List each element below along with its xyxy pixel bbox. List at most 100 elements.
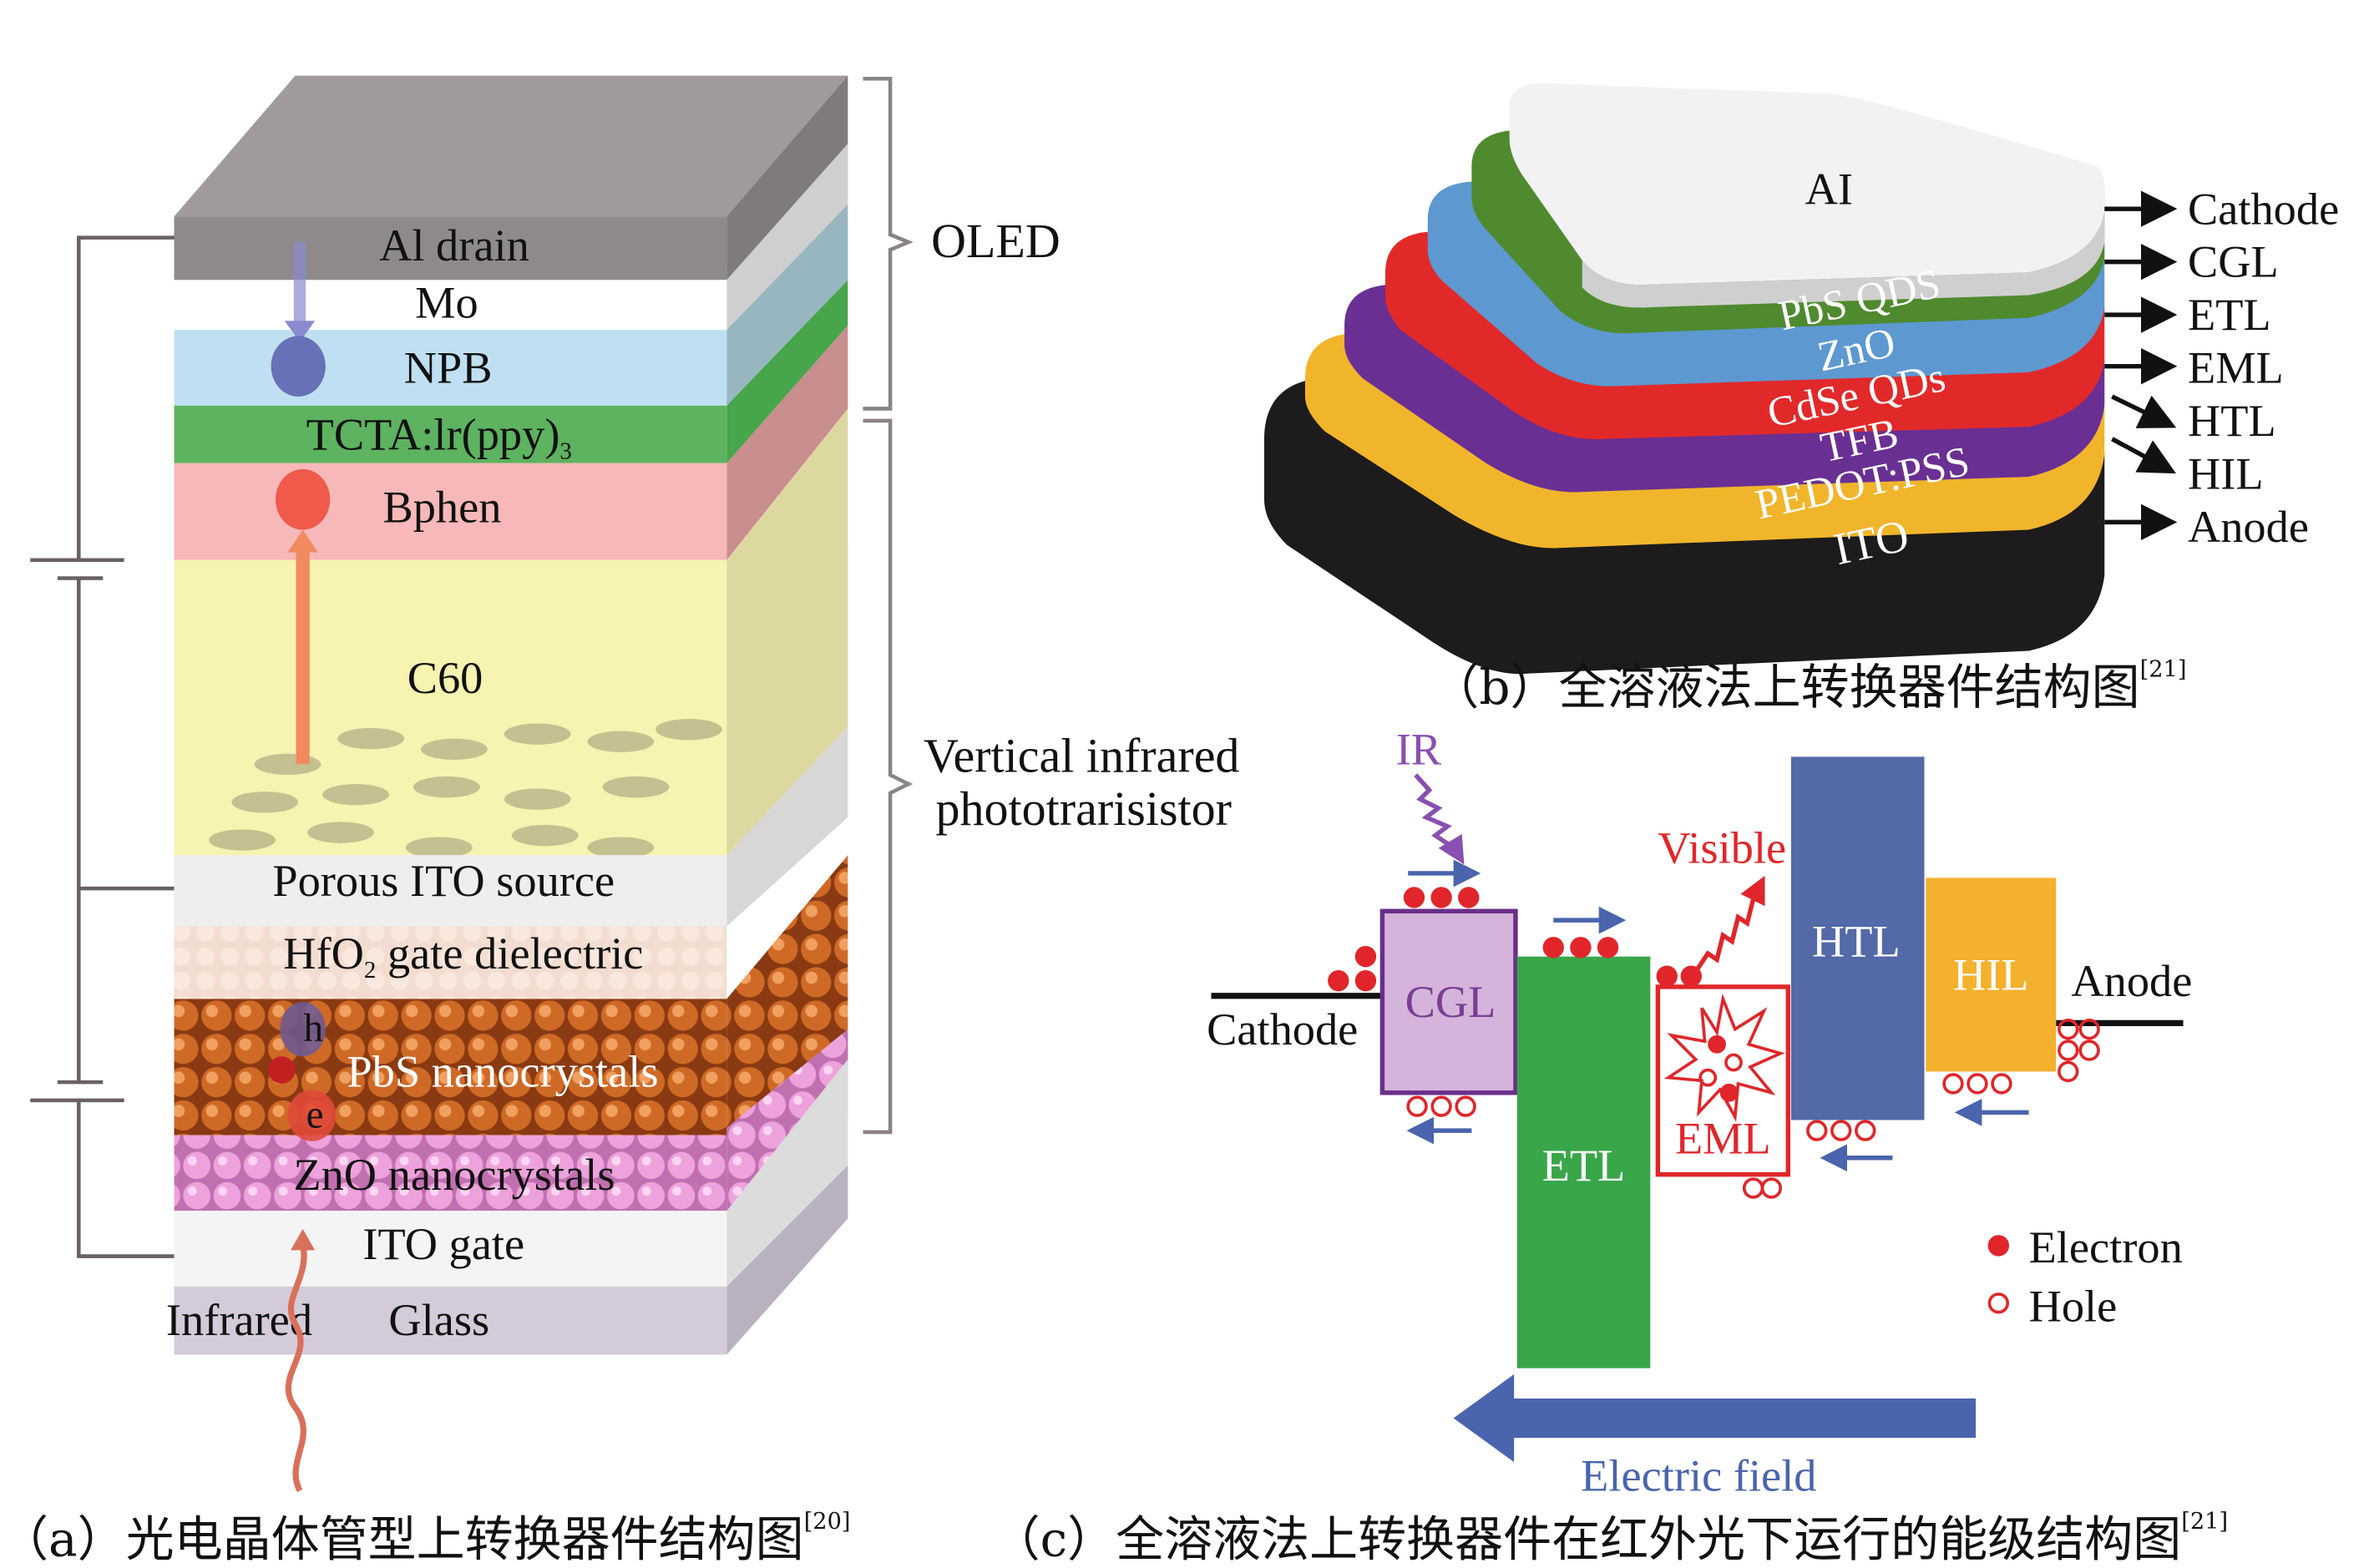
side-npb <box>726 204 848 406</box>
pbs-electron <box>287 1090 337 1141</box>
slab-al-edge <box>1582 211 2105 308</box>
visible-photon-arrow <box>1740 875 1765 907</box>
label-anode-b: Anode <box>2188 502 2309 552</box>
hole-arrow-head <box>284 321 316 342</box>
hole-sphere <box>271 336 326 397</box>
label-mo: Mo <box>415 278 478 328</box>
block-hil <box>1926 878 2057 1072</box>
side-ito-source <box>726 726 848 927</box>
label-pbs: PbS nanocrystals <box>347 1047 658 1097</box>
label-tcta: TCTA:lr(ppy)3 <box>306 409 572 464</box>
block-cgl <box>1379 908 1518 1095</box>
eml-hole-2 <box>1698 1068 1718 1087</box>
panel-b-solution-device: AI PbS QDS ZnO CdSe QDs TFB PEDOT:PSS IT… <box>1263 83 2339 716</box>
legend-electron-icon <box>1987 1235 2010 1257</box>
layer-mo <box>174 280 727 331</box>
label-eml-b: EML <box>2188 343 2284 393</box>
bracket-vip <box>863 418 913 1135</box>
ir-photon-arrow <box>1438 833 1465 865</box>
label-e: e <box>306 1093 324 1136</box>
caption-b: （b）全溶液法上转换器件结构图[21] <box>1430 656 2186 716</box>
label-cgl-c: CGL <box>1405 977 1496 1027</box>
label-cgl-b: CGL <box>2188 237 2279 287</box>
layer-zno <box>174 1135 727 1211</box>
label-hil-b: HIL <box>2188 449 2264 499</box>
holes <box>1406 1018 2100 1199</box>
layer-porous-ito-source <box>174 855 727 927</box>
layer-pbs <box>174 999 727 1136</box>
layer-function-arrows <box>2104 190 2178 541</box>
eml-electron <box>1708 1034 1726 1054</box>
label-htl-c: HTL <box>1812 917 1901 967</box>
block-eml <box>1655 984 1791 1177</box>
label-zno: ZnO nanocrystals <box>293 1150 615 1200</box>
block-htl <box>1790 756 1925 1120</box>
legend-electron-label: Electron <box>2029 1222 2183 1272</box>
slab-al <box>1509 83 2106 286</box>
caption-a: （a）光电晶体管型上转换器件结构图[20] <box>0 1509 851 1568</box>
label-anode-c: Anode <box>2071 956 2192 1006</box>
side-tcta <box>726 280 848 463</box>
infrared-wave-icon <box>285 1243 307 1493</box>
side-ito-gate <box>726 1059 848 1287</box>
label-tcta-sub: 3 <box>559 438 572 464</box>
electron-sphere <box>275 468 331 530</box>
side-mo <box>726 144 848 331</box>
side-glass <box>726 1165 848 1355</box>
label-hfo2: HfO2 gate dielectric <box>283 928 643 984</box>
side-zno <box>726 1029 848 1211</box>
electric-field-arrow <box>1453 1373 1977 1463</box>
label-vip-line2: phototrarisistor <box>936 781 1232 836</box>
label-infrared: Infrared <box>166 1295 312 1345</box>
label-cathode-c: Cathode <box>1207 1004 1358 1055</box>
pbs-hole <box>280 1002 326 1057</box>
layer-npb <box>174 330 727 406</box>
caption-a-ref: [20] <box>804 1509 851 1535</box>
label-ito-gate: ITO gate <box>362 1219 524 1269</box>
caption-c: （c）全溶液法上转换器件在红外光下运行的能级结构图[21] <box>992 1509 2228 1568</box>
label-npb: NPB <box>404 343 493 393</box>
label-ir: IR <box>1396 724 1442 774</box>
arrow-htl <box>2111 394 2177 428</box>
pbs-center-dot <box>267 1056 296 1084</box>
layer-ito-gate <box>174 1211 727 1287</box>
eml-electron-2 <box>1719 1083 1739 1102</box>
label-visible: Visible <box>1658 822 1786 873</box>
eml-hole <box>1724 1053 1743 1072</box>
visible-photon-wave-icon <box>1693 898 1756 974</box>
caption-c-ref: [21] <box>2181 1509 2228 1535</box>
bracket-oled <box>863 76 914 411</box>
label-hfo2-sub: 2 <box>364 957 377 984</box>
caption-c-text: （c）全溶液法上转换器件在红外光下运行的能级结构图 <box>992 1511 2182 1568</box>
label-eml-c: EML <box>1675 1113 1771 1163</box>
caption-b-ref: [21] <box>2140 656 2187 682</box>
side-al <box>726 75 848 281</box>
arrow-hil <box>2111 437 2176 474</box>
label-etl-c: ETL <box>1542 1141 1626 1191</box>
layer-glass <box>174 1286 727 1355</box>
label-vip-line1: Vertical infrared <box>924 729 1239 783</box>
al-top-face <box>174 75 848 217</box>
label-c60: C60 <box>407 653 483 703</box>
label-hil-c: HIL <box>1953 950 2029 1000</box>
label-electric-field: Electric field <box>1581 1451 1816 1501</box>
label-b-al: AI <box>1805 164 1853 215</box>
porous-pillars <box>209 719 722 858</box>
carrier-flow-arrows <box>1406 859 2029 1172</box>
label-oled: OLED <box>931 214 1060 268</box>
label-bphen: Bphen <box>382 482 501 532</box>
legend-hole-icon <box>1987 1292 2010 1314</box>
label-tcta-main: TCTA:lr(ppy) <box>306 409 560 459</box>
electron-arrow-head <box>287 529 318 553</box>
panel-a-device-stack: Al drain Mo NPB TCTA:lr(ppy)3 Bphen C60 … <box>0 75 1239 1568</box>
legend-hole-label: Hole <box>2029 1282 2118 1332</box>
caption-a-text: （a）光电晶体管型上转换器件结构图 <box>0 1511 804 1568</box>
label-al-drain: Al drain <box>379 220 529 271</box>
label-hfo2-suffix: gate dielectric <box>376 928 643 979</box>
panel-c-energy-levels: Cathode Anode CGL ETL EML HTL HIL <box>992 724 2228 1567</box>
side-bphen <box>726 325 848 560</box>
layer-bphen <box>174 463 727 560</box>
emission-burst-icon <box>1663 993 1785 1122</box>
caption-b-text: （b）全溶液法上转换器件结构图 <box>1430 659 2139 716</box>
